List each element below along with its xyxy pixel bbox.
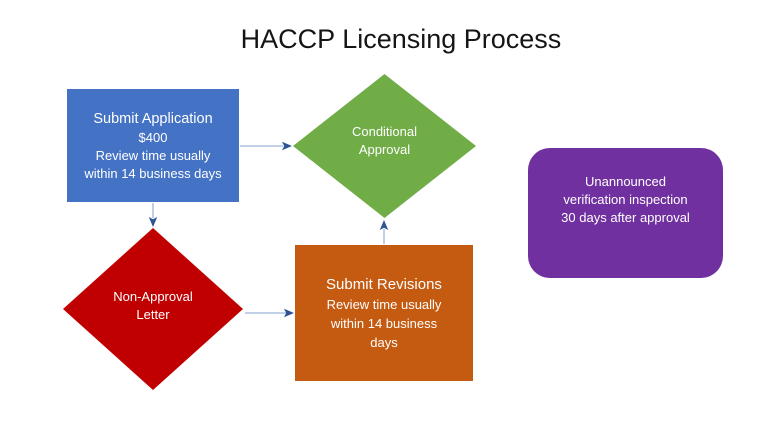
node-text-line: Unannounced [585, 174, 666, 189]
node-non-approval-letter[interactable]: Non-Approval Letter [63, 228, 243, 390]
diagram-title: HACCP Licensing Process [240, 24, 562, 54]
node-text-line: days [370, 334, 398, 350]
node-text-line: Submit Revisions [326, 275, 442, 293]
node-text-line: verification inspection [563, 192, 688, 207]
node-text-line: Approval [358, 142, 411, 157]
node-text-line: Conditional [351, 124, 418, 139]
node-text-line: Review time usually [95, 147, 211, 163]
node-submit-application[interactable]: Submit Application $400 Review time usua… [67, 89, 239, 202]
connector-revisions-to-conditional [379, 220, 389, 244]
node-text-line: $400 [138, 129, 168, 145]
connector-application-to-conditional [240, 141, 292, 151]
node-text-line: 30 days after approval [561, 210, 690, 225]
connector-application-to-nonapproval [148, 203, 158, 227]
node-text-line: Letter [136, 307, 170, 322]
connector-nonapproval-to-revisions [245, 308, 294, 318]
node-text-line: Review time usually [326, 296, 442, 312]
node-submit-revisions[interactable]: Submit Revisions Review time usually wit… [295, 245, 473, 381]
node-text-line: within 14 business days [84, 165, 222, 181]
node-unannounced-inspection[interactable]: Unannounced verification inspection 30 d… [528, 148, 723, 278]
node-conditional-approval[interactable]: Conditional Approval [293, 74, 476, 218]
node-text-line: within 14 business [330, 315, 438, 331]
node-text-line: Non-Approval [113, 289, 193, 304]
node-text-line: Submit Application [93, 110, 213, 127]
